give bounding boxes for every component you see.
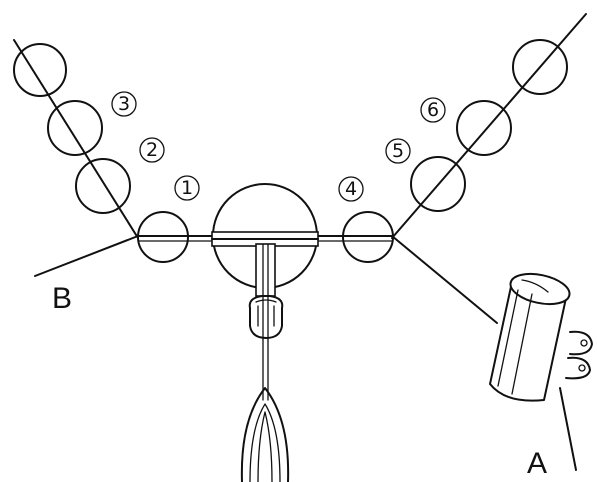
number-badge-5: 5 [385, 138, 411, 164]
eyelet-clip [248, 295, 284, 339]
label-b: B [52, 282, 72, 315]
number-badge-4: 4 [338, 176, 364, 202]
number-1-text: 1 [181, 177, 193, 199]
right-disc-5 [410, 156, 466, 212]
fabric-outer-loop [240, 387, 290, 482]
number-2-text: 2 [146, 139, 158, 161]
right-disc-outer [512, 39, 568, 95]
spool-thread-tail [559, 387, 577, 471]
number-3-text: 3 [118, 93, 130, 115]
left-disc-3 [47, 100, 103, 156]
fabric-center-line [257, 411, 273, 482]
number-badge-1: 1 [174, 175, 200, 201]
left-disc-outer [13, 43, 67, 97]
fabric-inner-loop [249, 403, 281, 482]
left-disc-2 [75, 158, 131, 214]
number-badge-3: 3 [111, 91, 137, 117]
number-badge-2: 2 [139, 137, 165, 163]
eyelet-inner [255, 299, 277, 327]
spool-a [489, 272, 593, 402]
number-4-text: 4 [345, 178, 357, 200]
number-5-text: 5 [392, 140, 404, 162]
number-6-text: 6 [427, 99, 439, 121]
center-stem [255, 243, 276, 297]
right-guide-line [391, 13, 587, 239]
right-disc-6 [456, 100, 512, 156]
number-badge-6: 6 [420, 97, 446, 123]
left-guide-line [13, 39, 139, 239]
label-a: A [527, 447, 547, 480]
